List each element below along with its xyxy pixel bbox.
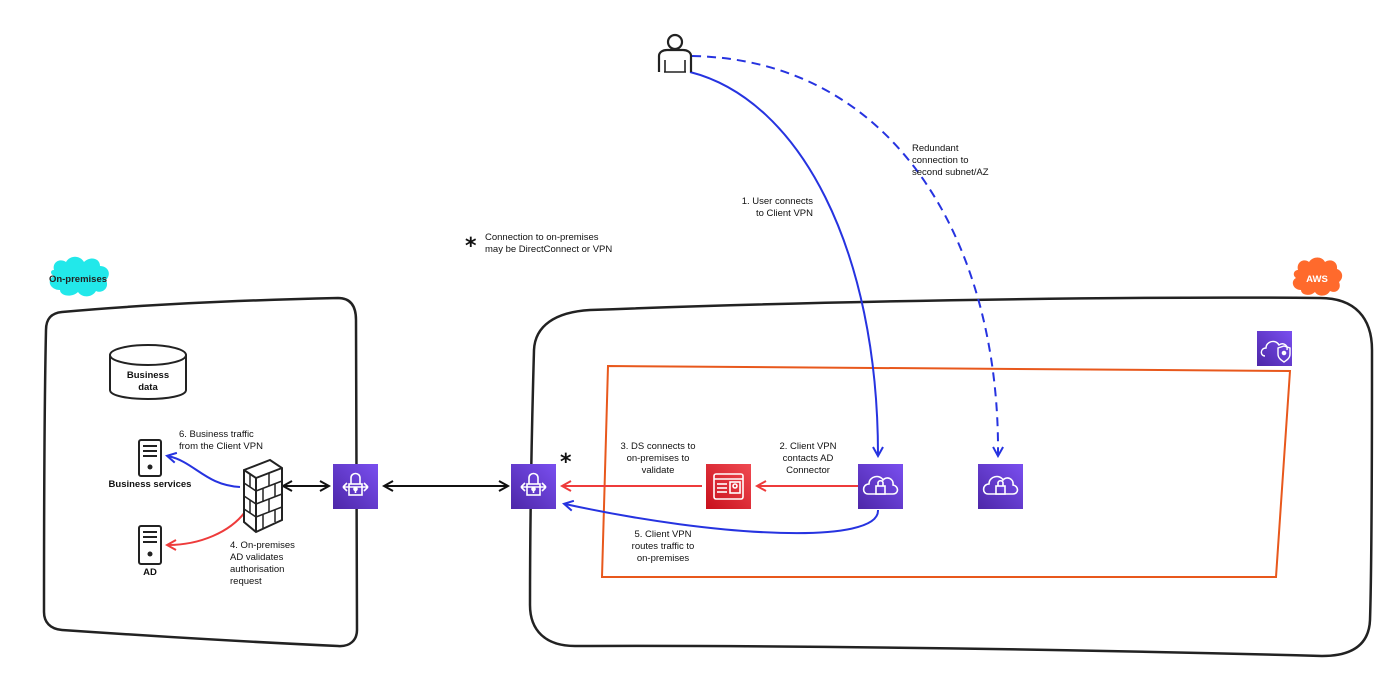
business-data-label: Business data	[126, 370, 170, 393]
arrow-redundant-connection	[691, 55, 998, 455]
aws-tag-text: AWS	[1306, 274, 1328, 285]
step2-label: 2. Client VPN contacts AD Connector	[779, 441, 837, 476]
client-vpn-endpoint-icon	[978, 464, 1023, 509]
subnet-box	[600, 364, 1292, 578]
arrow-firewall-to-ad	[168, 511, 246, 545]
step1-label: 1. User connects to Client VPN	[741, 196, 813, 219]
note-label: Connection to on-premises may be DirectC…	[485, 232, 613, 255]
step5-label: 5. Client VPN routes traffic to on-premi…	[631, 529, 695, 564]
server-icon	[138, 439, 162, 477]
onprem-container	[42, 296, 359, 648]
client-vpn-endpoint-icon	[858, 464, 903, 509]
server-icon	[138, 525, 162, 565]
arrow-client-vpn-routes-traffic	[565, 504, 880, 535]
vpc-icon	[1257, 331, 1292, 366]
vpn-gateway-icon	[333, 464, 378, 509]
redundant-connection-label: Redundant connection to second subnet/AZ	[912, 143, 989, 178]
onprem-tag-text: On-premises	[49, 274, 107, 285]
firewall-icon	[243, 458, 283, 534]
business-services-label: Business services	[108, 479, 192, 490]
step4-label: 4. On-premises AD validates authorisatio…	[230, 540, 295, 587]
arrow-user-to-client-vpn	[689, 71, 878, 455]
step6-label: 6. Business traffic from the Client VPN	[179, 429, 263, 452]
ad-connector-icon	[706, 464, 751, 509]
aws-container	[528, 296, 1374, 658]
ad-label: AD	[143, 567, 157, 578]
note-asterisk: *	[465, 234, 477, 259]
user-icon	[657, 33, 693, 73]
gateway-asterisk: *	[560, 450, 572, 475]
database-icon	[109, 344, 187, 400]
step3-label: 3. DS connects to on-premises to validat…	[620, 441, 696, 476]
vpn-gateway-icon	[511, 464, 556, 509]
onprem-zone-tag: On-premises	[49, 256, 109, 297]
arrow-firewall-to-business-services	[168, 456, 241, 488]
aws-zone-tag: AWS	[1292, 257, 1343, 296]
